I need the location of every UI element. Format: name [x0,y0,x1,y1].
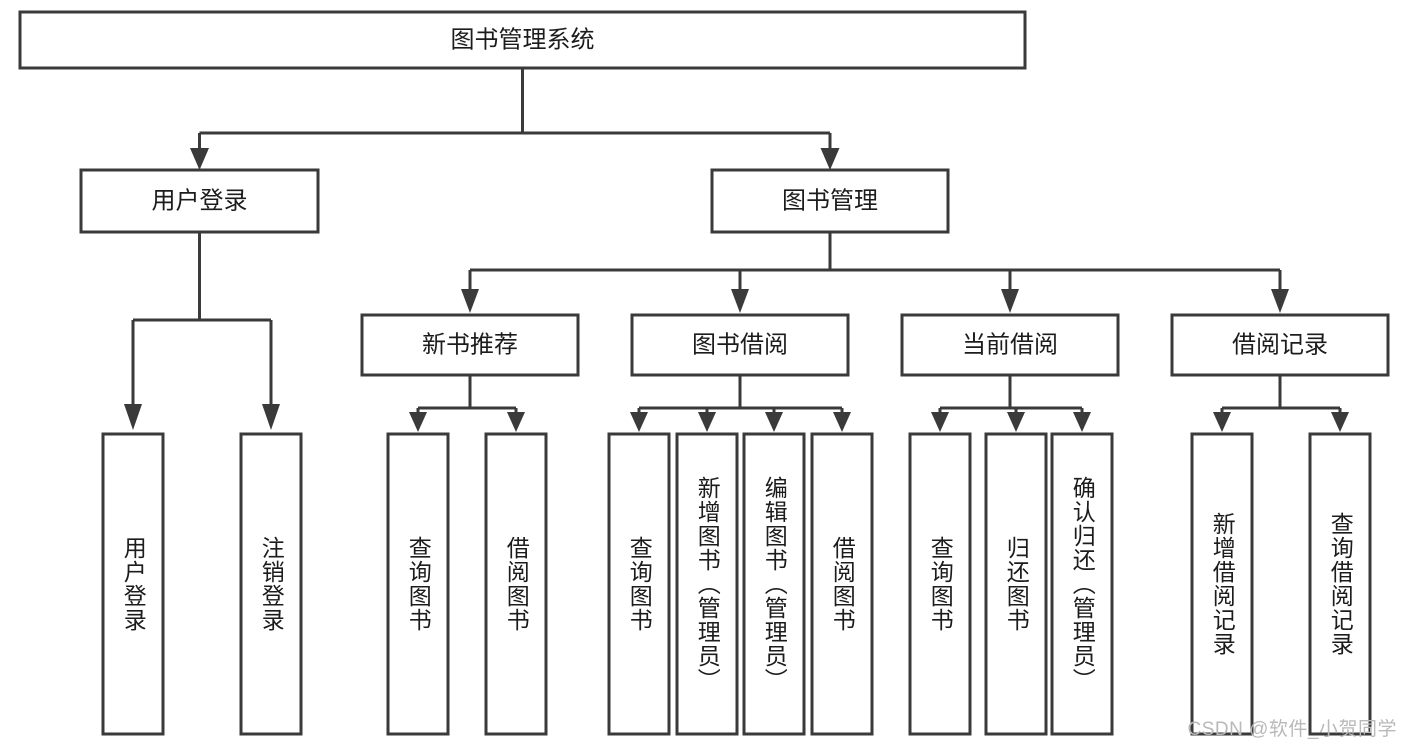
arrow-head-leaf-confirm-return [1073,412,1091,432]
node-book-manage-box[interactable] [710,168,950,234]
node-new-book-rec[interactable]: 新书推荐 [360,313,580,377]
node-new-book-rec-box[interactable] [360,313,580,377]
node-root[interactable]: 图书管理系统 [18,10,1027,70]
leaf-box-query-book-3[interactable] [908,432,972,736]
arrow-head-leaf-query-book-1 [409,412,427,432]
arrow-head-book-borrow [731,289,749,313]
arrow-head-leaf-return-book [1007,412,1025,432]
leaf-box-confirm-return[interactable] [1050,432,1114,736]
arrow-head-book-manage [820,148,840,170]
leaf-box-borrow-book-2[interactable] [810,432,874,736]
leaf-box-add-book[interactable] [675,432,739,736]
connector-layer [124,68,1349,432]
arrow-head-leaf-add-book [698,412,716,432]
arrow-head-leaf-user-logout [262,404,280,430]
leaf-box-query-book-1[interactable] [386,432,450,736]
node-book-manage-label: 图书管理 [782,187,878,214]
leaf-box-user-login[interactable] [101,432,165,736]
leaf-box-borrow-book-1[interactable] [484,432,548,736]
arrow-head-leaf-query-book-3 [931,412,949,432]
node-book-borrow[interactable]: 图书借阅 [630,313,850,377]
arrow-head-leaf-user-login [124,404,142,430]
leaf-box-edit-book[interactable] [742,432,806,736]
arrow-head-user-login [190,148,209,170]
arrow-head-leaf-add-record [1213,412,1231,432]
node-current-borrow-box[interactable] [900,313,1120,377]
leaf-box-user-logout[interactable] [239,432,303,736]
node-user-login[interactable]: 用户登录 [79,168,320,234]
node-new-book-rec-label: 新书推荐 [422,331,518,358]
arrow-head-leaf-query-book-2 [630,412,648,432]
arrow-head-leaf-borrow-book-2 [833,412,851,432]
node-root-box[interactable] [18,10,1027,70]
arrow-head-leaf-edit-book [765,412,783,432]
node-book-borrow-box[interactable] [630,313,850,377]
arrow-head-borrow-record [1271,289,1289,313]
node-borrow-record-box[interactable] [1170,313,1390,377]
node-user-login-box[interactable] [79,168,320,234]
arrow-head-current-borrow [1001,289,1019,313]
arrow-head-leaf-query-record [1331,412,1349,432]
node-root-label: 图书管理系统 [451,26,595,53]
node-book-borrow-label: 图书借阅 [692,331,788,358]
arrow-head-leaf-borrow-book-1 [507,412,525,432]
node-borrow-record-label: 借阅记录 [1232,331,1328,358]
leaf-box-query-book-2[interactable] [607,432,671,736]
node-book-manage[interactable]: 图书管理 [710,168,950,234]
node-borrow-record[interactable]: 借阅记录 [1170,313,1390,377]
node-user-login-label: 用户登录 [152,187,248,214]
watermark-text: CSDN @软件_小贺同学 [1187,719,1397,740]
leaf-box-return-book[interactable] [984,432,1048,736]
arrow-head-new-book-rec [461,289,479,313]
leaf-box-query-record[interactable] [1308,432,1372,736]
node-current-borrow[interactable]: 当前借阅 [900,313,1120,377]
leaf-box-add-record[interactable] [1190,432,1254,736]
leaf-node-layer [101,432,1372,736]
node-current-borrow-label: 当前借阅 [962,331,1058,358]
